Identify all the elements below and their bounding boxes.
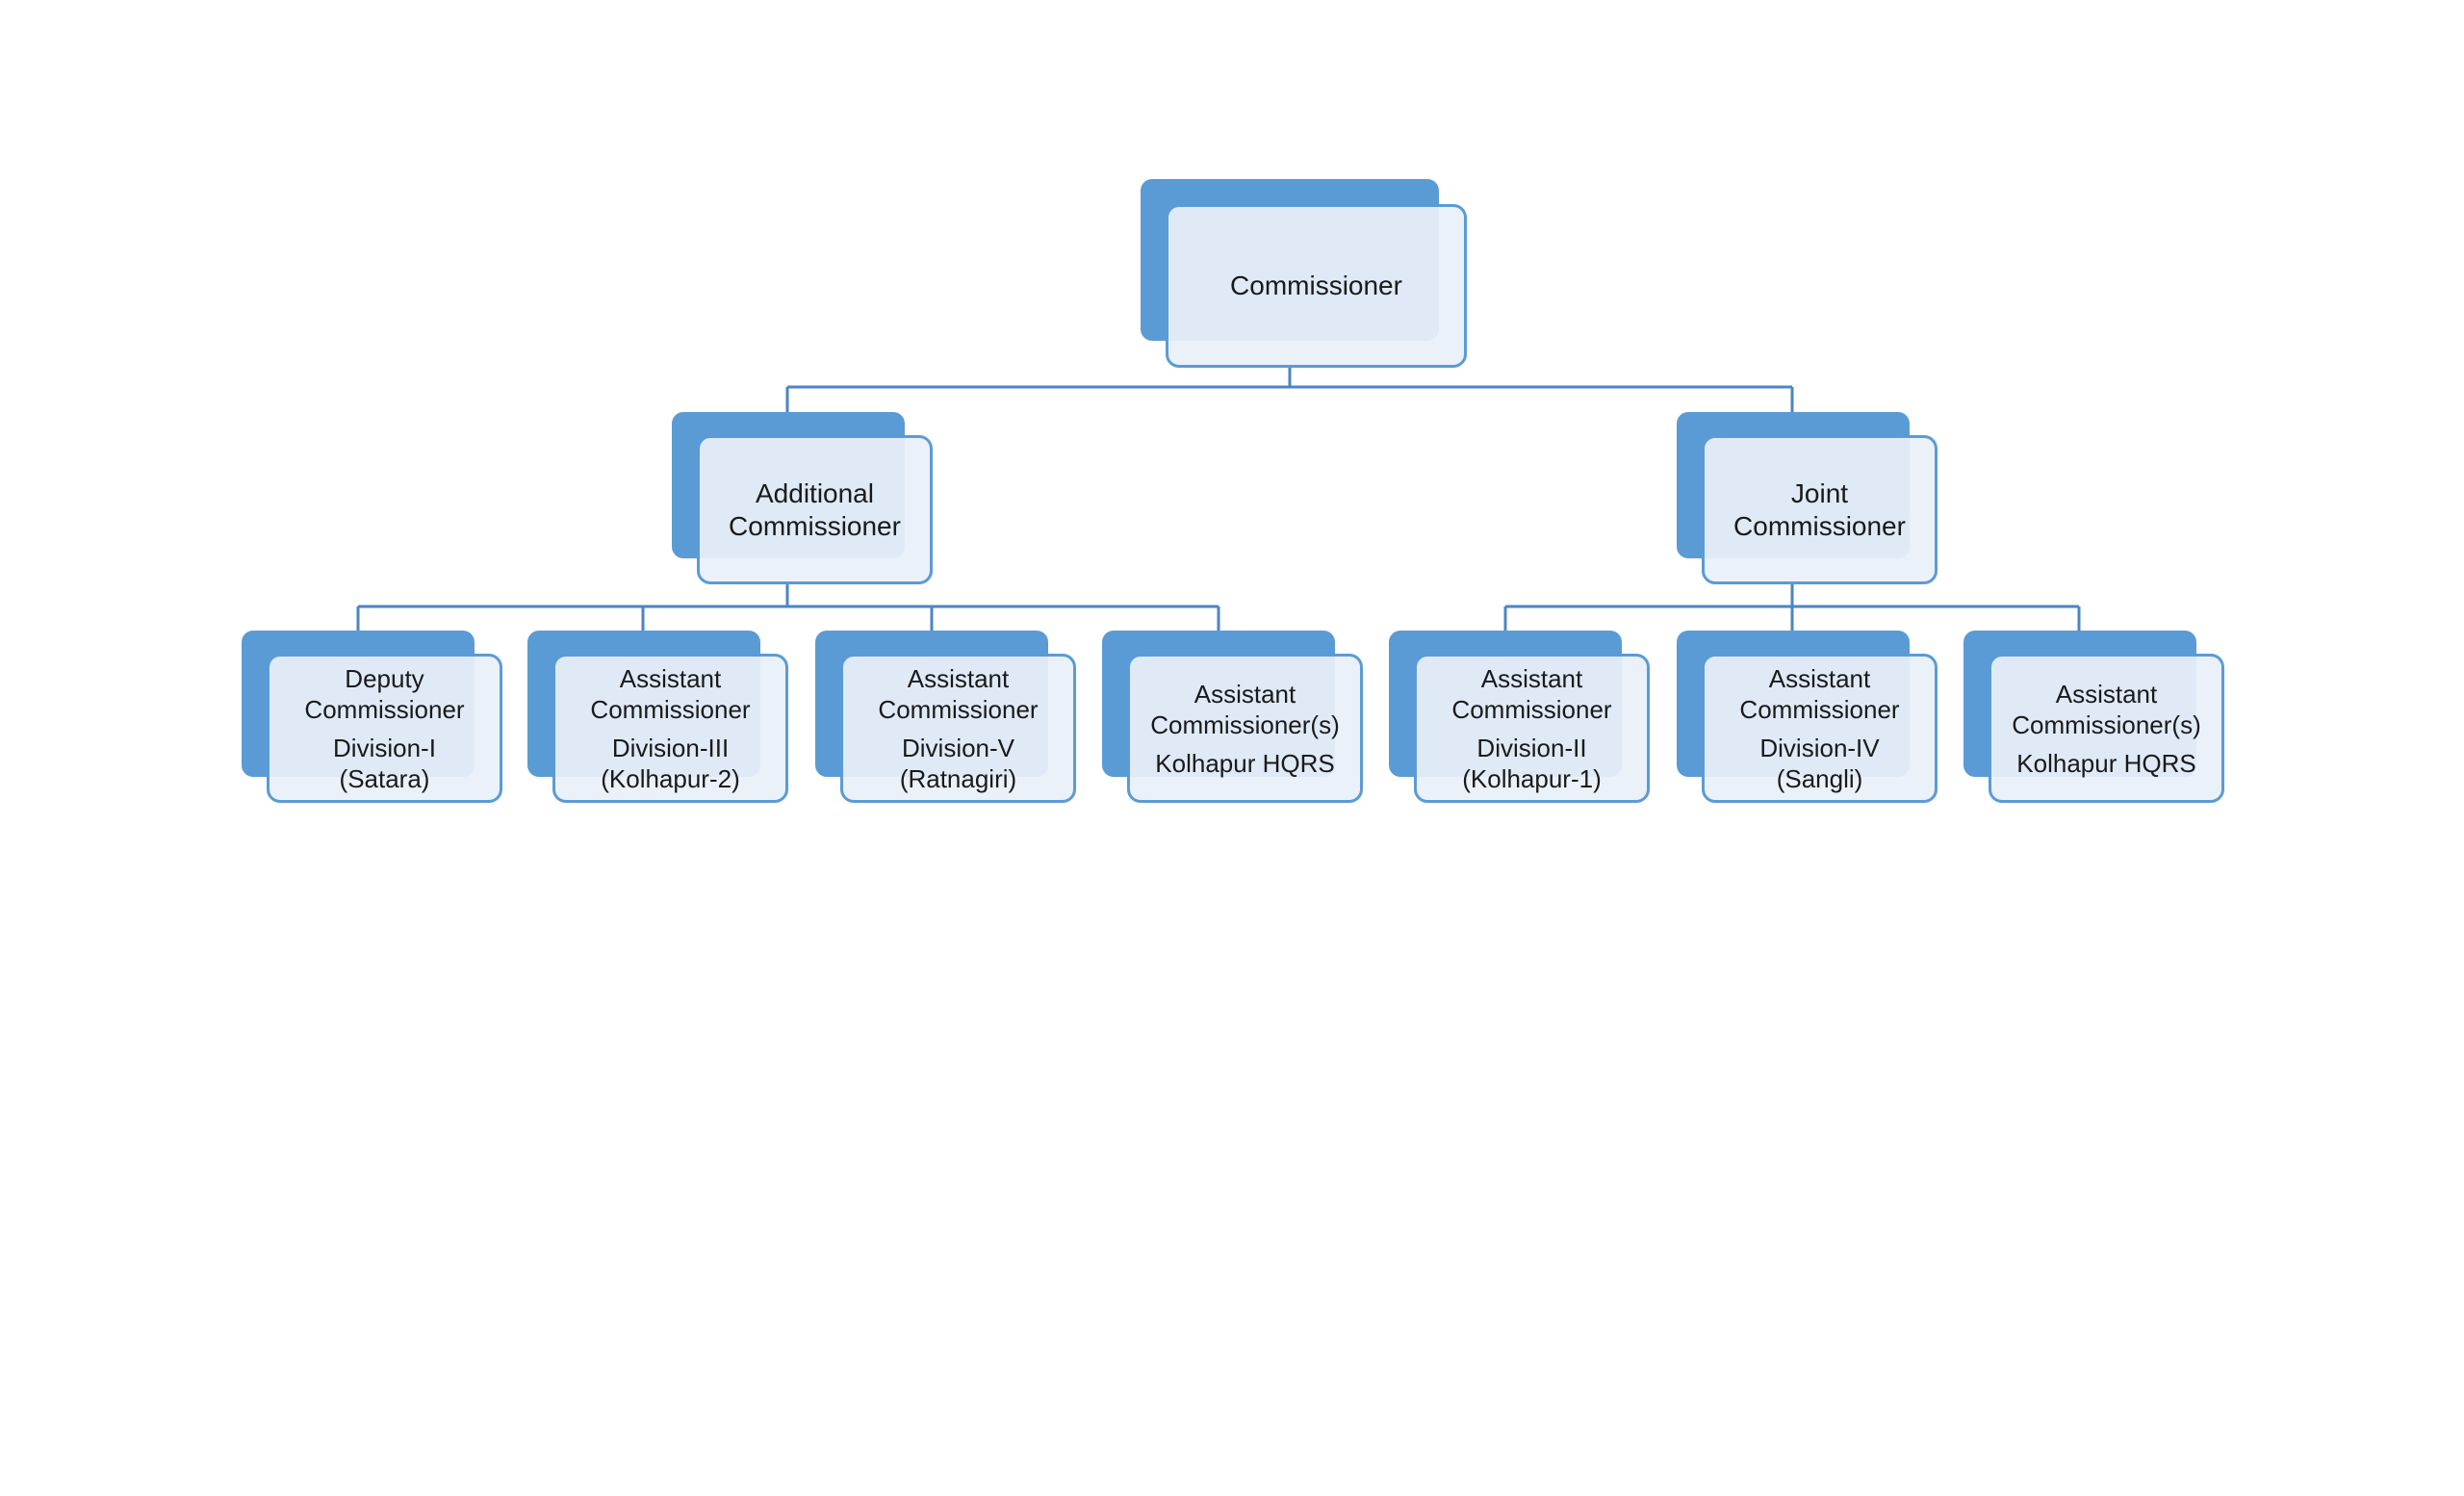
node-box: Joint Commissioner [1702, 435, 1938, 584]
node-additional-commissioner: Additional Commissioner [672, 412, 933, 584]
node-box: Assistant Commissioner(s) Kolhapur HQRS [1989, 654, 2224, 803]
node-box: Commissioner [1166, 204, 1467, 368]
node-title: Assistant Commissioner [878, 663, 1039, 724]
connector-additional-to-children [356, 584, 1220, 631]
node-subtitle: Division-I (Satara) [333, 733, 436, 793]
node-box: Assistant Commissioner Division-III (Kol… [552, 654, 788, 803]
node-box: Assistant Commissioner Division-II (Kolh… [1414, 654, 1650, 803]
node-title: Additional Commissioner [729, 477, 901, 541]
node-assistant-commissioners-kolhapur-hqrs-1: Assistant Commissioner(s) Kolhapur HQRS [1102, 631, 1363, 803]
node-title: Deputy Commissioner [304, 663, 465, 724]
node-assistant-commissioner-division-4: Assistant Commissioner Division-IV (Sang… [1677, 631, 1938, 803]
connector-joint-to-children [1503, 584, 2081, 631]
node-title: Assistant Commissioner(s) [1150, 679, 1340, 739]
node-title: Assistant Commissioner [590, 663, 751, 724]
node-subtitle: Kolhapur HQRS [1155, 748, 1335, 778]
node-box: Assistant Commissioner Division-V (Ratna… [840, 654, 1076, 803]
node-title: Joint Commissioner [1733, 477, 1906, 541]
connector-root-to-level1 [785, 368, 1794, 412]
node-box: Assistant Commissioner Division-IV (Sang… [1702, 654, 1938, 803]
node-box: Deputy Commissioner Division-I (Satara) [267, 654, 502, 803]
node-subtitle: Division-II (Kolhapur-1) [1462, 733, 1602, 793]
node-assistant-commissioner-division-3: Assistant Commissioner Division-III (Kol… [527, 631, 788, 803]
node-commissioner: Commissioner [1141, 179, 1467, 368]
node-assistant-commissioner-division-2: Assistant Commissioner Division-II (Kolh… [1389, 631, 1650, 803]
node-subtitle: Division-IV (Sangli) [1759, 733, 1880, 793]
node-subtitle: Division-V (Ratnagiri) [899, 733, 1017, 793]
node-title: Assistant Commissioner [1739, 663, 1900, 724]
node-title: Assistant Commissioner(s) [2012, 679, 2201, 739]
node-assistant-commissioners-kolhapur-hqrs-2: Assistant Commissioner(s) Kolhapur HQRS [1964, 631, 2224, 803]
node-subtitle: Division-III (Kolhapur-2) [601, 733, 740, 793]
node-subtitle: Kolhapur HQRS [2016, 748, 2196, 778]
node-title: Assistant Commissioner [1451, 663, 1612, 724]
node-box: Assistant Commissioner(s) Kolhapur HQRS [1127, 654, 1363, 803]
node-joint-commissioner: Joint Commissioner [1677, 412, 1938, 584]
node-deputy-commissioner-division-1: Deputy Commissioner Division-I (Satara) [242, 631, 502, 803]
node-assistant-commissioner-division-5: Assistant Commissioner Division-V (Ratna… [815, 631, 1076, 803]
node-box: Additional Commissioner [697, 435, 933, 584]
node-title: Commissioner [1230, 271, 1402, 300]
